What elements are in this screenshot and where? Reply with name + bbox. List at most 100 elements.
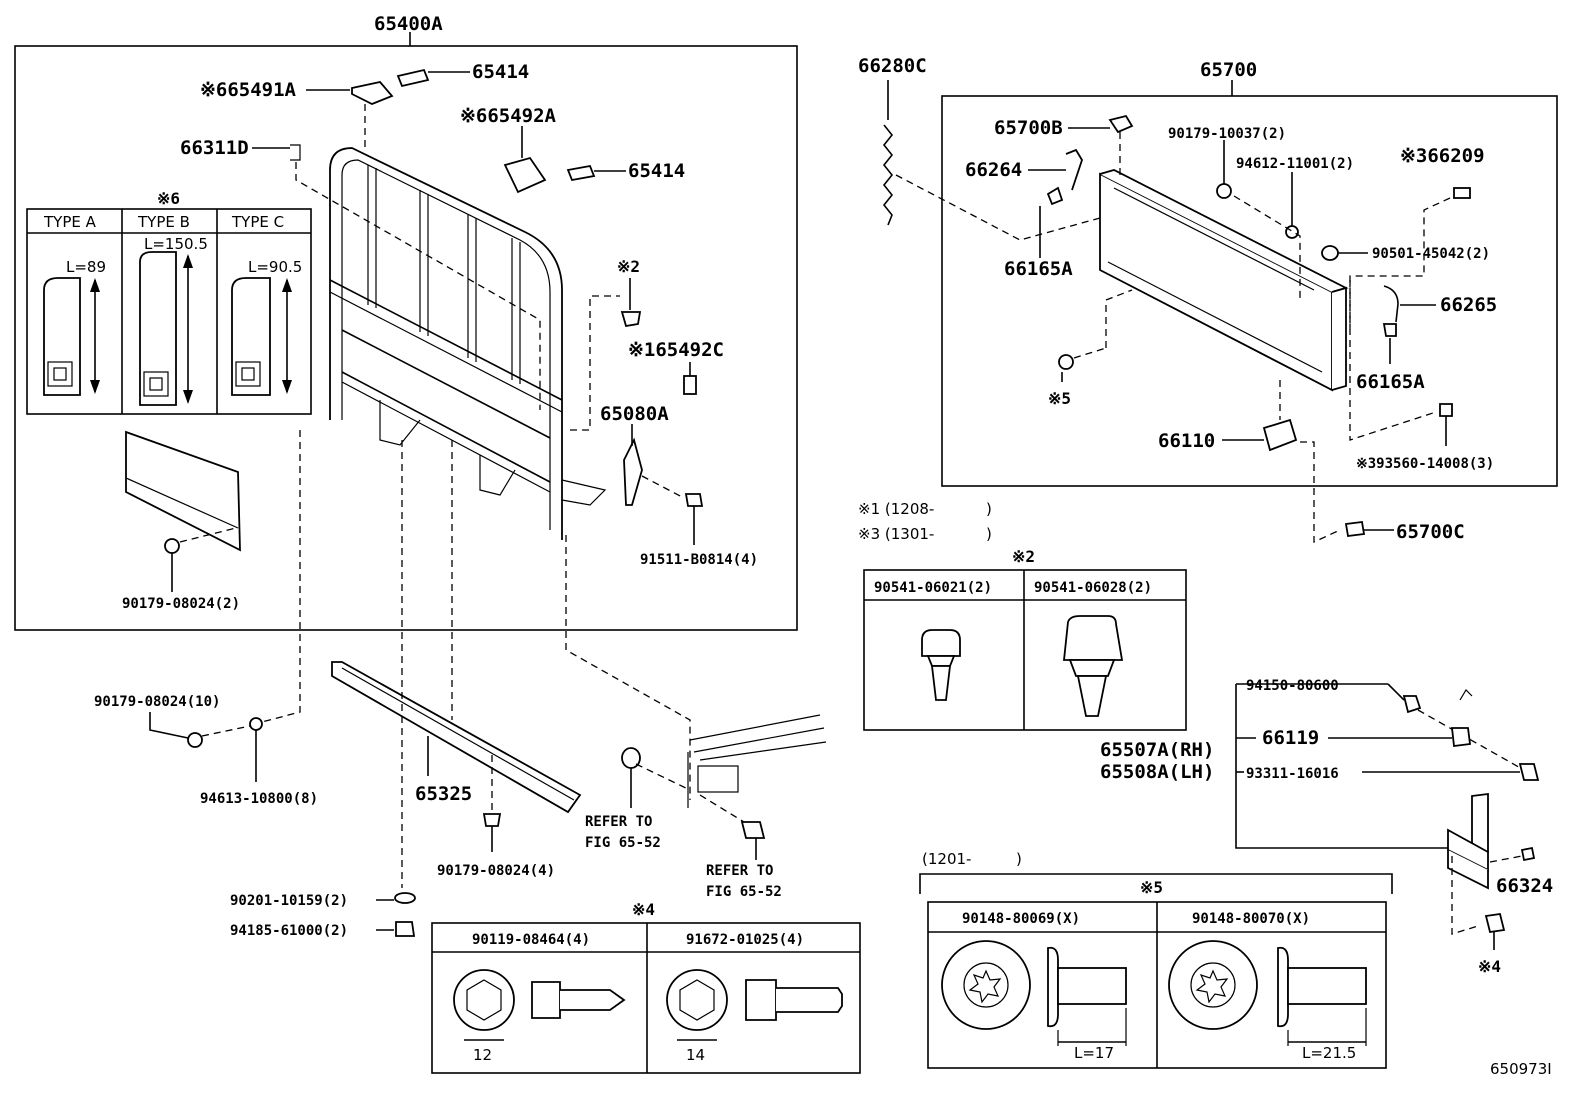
label-665492A[interactable]: ※665492A <box>460 105 557 127</box>
nut-90179-4 <box>482 813 502 827</box>
label-94612-11001[interactable]: 94612-11001(2) <box>1236 156 1354 172</box>
hook-65080A <box>623 437 643 506</box>
label-65400A[interactable]: 65400A <box>374 13 443 35</box>
type-c-header: TYPE C <box>231 213 284 231</box>
type-b-header: TYPE B <box>137 213 190 231</box>
header-90148-80070: 90148-80070(X) <box>1192 911 1310 927</box>
label-66280C[interactable]: 66280C <box>858 55 927 77</box>
bracket-plate <box>125 430 241 552</box>
cap-66165A-right <box>1382 323 1397 337</box>
label-90179-08024-4[interactable]: 90179-08024(4) <box>437 863 555 879</box>
label-665491A[interactable]: ※665491A <box>200 79 297 101</box>
label-366209[interactable]: ※366209 <box>1400 145 1485 167</box>
label-66110[interactable]: 66110 <box>1158 430 1215 452</box>
label-94150-80600[interactable]: 94150-80600 <box>1246 678 1339 694</box>
type-a-header: TYPE A <box>43 213 97 231</box>
label-90179-10037[interactable]: 90179-10037(2) <box>1168 126 1286 142</box>
label-refer-b-1[interactable]: REFER TO <box>706 863 773 879</box>
label-66165A-right[interactable]: 66165A <box>1356 371 1425 393</box>
label-93311-16016[interactable]: 93311-16016 <box>1246 766 1339 782</box>
washer-94613 <box>249 717 263 731</box>
length-type-b: L=150.5 <box>144 235 208 253</box>
bolt-66324 <box>1520 846 1536 862</box>
label-66265[interactable]: 66265 <box>1440 294 1497 316</box>
rail-65325 <box>331 661 582 814</box>
bolt-refer-b <box>740 821 766 839</box>
label-94613-10800[interactable]: 94613-10800(8) <box>200 791 318 807</box>
table-star5: 90148-80069(X) 90148-80070(X) L=17 L=21.… <box>927 901 1387 1069</box>
label-65080A[interactable]: 65080A <box>600 403 669 425</box>
label-65507A[interactable]: 65507A(RH) <box>1100 739 1214 761</box>
label-65508A[interactable]: 65508A(LH) <box>1100 761 1214 783</box>
nut-94150 <box>1402 695 1422 714</box>
label-65700C[interactable]: 65700C <box>1396 521 1465 543</box>
headboard-frame <box>329 147 607 540</box>
label-90179-08024-10[interactable]: 90179-08024(10) <box>94 694 220 710</box>
note-1201: (1201- <box>922 850 971 868</box>
label-94185-61000[interactable]: 94185-61000(2) <box>230 923 348 939</box>
label-66264[interactable]: 66264 <box>965 159 1022 181</box>
cap-66165A-left <box>1046 186 1064 206</box>
label-90501-45042[interactable]: 90501-45042(2) <box>1372 246 1490 262</box>
label-star6: ※6 <box>157 189 180 208</box>
label-65325[interactable]: 65325 <box>415 783 472 805</box>
label-star2-box: ※2 <box>1012 547 1035 566</box>
rod-66264 <box>1065 148 1083 191</box>
note-1201-close: ) <box>1016 850 1022 868</box>
label-star4-box: ※4 <box>632 900 655 919</box>
table-star2: 90541-06021(2) 90541-06028(2) <box>863 569 1187 731</box>
table-star4: 90119-08464(4) 91672-01025(4) 12 14 <box>431 922 861 1074</box>
note-star1-close: ) <box>986 500 992 518</box>
bushing-90501 <box>1321 245 1339 261</box>
nut-90179-08024-2 <box>164 538 180 554</box>
bolt-65700C <box>1344 520 1366 538</box>
label-plate-66209 <box>1453 187 1471 199</box>
tailgate-panel <box>1099 169 1349 392</box>
hinge-66110 <box>1262 418 1298 452</box>
label-star5-screw: ※5 <box>1048 389 1071 408</box>
bracket-65700B <box>1108 114 1134 134</box>
label-393560-14008[interactable]: ※393560-14008(3) <box>1356 456 1494 472</box>
bracket-665491A <box>351 81 394 105</box>
screw-star5 <box>1058 354 1074 370</box>
label-66165A-left[interactable]: 66165A <box>1004 258 1073 280</box>
label-refer-b-2[interactable]: FIG 65-52 <box>706 884 782 900</box>
label-star4-bolt: ※4 <box>1478 957 1501 976</box>
bolt-65414-top <box>396 68 430 88</box>
bolt-93311 <box>1518 763 1540 781</box>
bracket-65507A <box>1447 792 1489 890</box>
chain-66280C <box>882 80 894 226</box>
label-66324[interactable]: 66324 <box>1496 875 1553 897</box>
label-90201-10159[interactable]: 90201-10159(2) <box>230 893 348 909</box>
washer-94612 <box>1285 225 1299 239</box>
length-l21-5: L=21.5 <box>1302 1044 1356 1062</box>
clip-165492C <box>683 375 697 395</box>
label-refer-a-2[interactable]: FIG 65-52 <box>585 835 661 851</box>
label-65414-top[interactable]: 65414 <box>472 61 529 83</box>
note-star1: ※1 (1208- <box>858 500 934 518</box>
bolt-star4 <box>1484 912 1506 934</box>
label-65700[interactable]: 65700 <box>1200 59 1257 81</box>
rod-66265 <box>1383 285 1399 323</box>
figure-id: 650973I <box>1490 1060 1552 1078</box>
truck-body-fragment <box>687 714 827 808</box>
header-90541-06021: 90541-06021(2) <box>874 580 992 596</box>
label-91511-B0814[interactable]: 91511-B0814(4) <box>640 552 758 568</box>
label-66311D[interactable]: 66311D <box>180 137 249 159</box>
washer-90201 <box>394 892 416 904</box>
label-165492C[interactable]: ※165492C <box>628 339 724 361</box>
assembly-box-65700 <box>941 95 1558 487</box>
label-65414-mid[interactable]: 65414 <box>628 160 685 182</box>
label-refer-a-1[interactable]: REFER TO <box>585 814 652 830</box>
label-65700B[interactable]: 65700B <box>994 117 1063 139</box>
label-90179-08024-2[interactable]: 90179-08024(2) <box>122 596 240 612</box>
bolt-65414-mid <box>566 164 596 182</box>
clip-66311D <box>290 144 301 161</box>
type-table: TYPE A TYPE B TYPE C L=89 L=150.5 L=90.5 <box>26 208 312 415</box>
label-star5-box: ※5 <box>1140 878 1163 897</box>
assembly-box-65400A <box>14 45 798 631</box>
clip-star2 <box>620 311 642 328</box>
header-91672: 91672-01025(4) <box>686 932 804 948</box>
label-66119[interactable]: 66119 <box>1262 727 1319 749</box>
